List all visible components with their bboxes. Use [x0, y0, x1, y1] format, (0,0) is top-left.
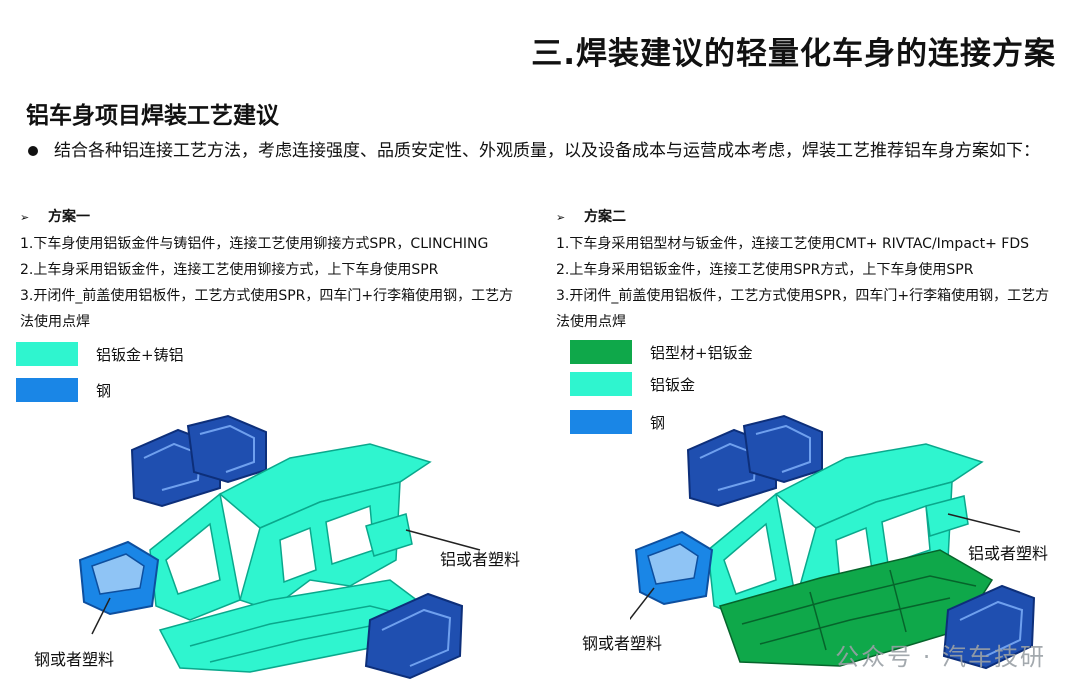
scheme2-heading-label: 方案二: [584, 209, 626, 225]
fender-aluminum-icon: [925, 495, 969, 537]
legend-label: 铝钣金: [650, 376, 696, 394]
scheme1-heading-label: 方案一: [48, 209, 90, 225]
intro-bullet: 结合各种铝连接工艺方法，考虑连接强度、品质安定性、外观质量，以及设备成本与运营成…: [28, 136, 1058, 166]
scheme1-line-1: 1.下车身使用铝钣金件与铸铝件，连接工艺使用铆接方式SPR，CLINCHING: [20, 236, 489, 252]
arrow-marker-icon: ➢: [20, 211, 30, 224]
scheme2-line-2: 2.上车身采用铝钣金件，连接工艺使用SPR方式，上下车身使用SPR: [556, 262, 974, 278]
scheme1-callout-aluminum-or-plastic: 铝或者塑料: [440, 550, 521, 569]
legend-swatch-steel: [16, 378, 78, 402]
scheme2-text: ➢ 方案二 1.下车身采用铝型材与钣金件，连接工艺使用CMT+ RIVTAC/Im…: [556, 204, 1056, 335]
liftgate-steel-icon: [78, 540, 160, 616]
arrow-marker-icon: ➢: [556, 211, 566, 224]
legend-item: 铝钣金+铸铝: [16, 342, 256, 378]
front-door-steel-icon: [364, 592, 464, 680]
scheme2-line-1: 1.下车身采用铝型材与钣金件，连接工艺使用CMT+ RIVTAC/Impact+…: [556, 236, 1029, 252]
watermark: 公众号 · 汽车技研: [835, 643, 1046, 671]
legend-item: 钢: [16, 378, 256, 410]
callout-arrow-icon: [947, 513, 1021, 533]
scheme1-line-2: 2.上车身采用铝钣金件，连接工艺使用铆接方式，上下车身使用SPR: [20, 262, 439, 278]
scheme1-legend: 铝钣金+铸铝 钢: [16, 342, 256, 410]
legend-swatch-aluminum-cast: [16, 342, 78, 366]
scheme2-line-3: 3.开闭件_前盖使用铝板件，工艺方式使用SPR，四车门+行李箱使用钢，工艺方法使…: [556, 288, 1050, 330]
legend-swatch-aluminum-sheet: [570, 372, 632, 396]
scheme2-callout-aluminum-or-plastic: 铝或者塑料: [968, 544, 1049, 563]
intro-text: 结合各种铝连接工艺方法，考虑连接强度、品质安定性、外观质量，以及设备成本与运营成…: [54, 141, 1040, 161]
scheme1-text: ➢ 方案一 1.下车身使用铝钣金件与铸铝件，连接工艺使用铆接方式SPR，CLINC…: [20, 204, 520, 335]
legend-label: 铝钣金+铸铝: [96, 346, 184, 364]
upper-body-aluminum-icon: [149, 443, 432, 621]
scheme2-legend: 铝型材+铝钣金 铝钣金 钢: [570, 340, 830, 442]
scheme1-heading: ➢ 方案一: [20, 204, 520, 231]
callout-arrow-icon: [630, 587, 655, 621]
scheme1-callout-steel-or-plastic: 钢或者塑料: [34, 650, 115, 669]
legend-item: 钢: [570, 410, 830, 442]
rear-door-steel-icon: [130, 414, 267, 508]
callout-arrow-icon: [91, 597, 111, 635]
rear-door-steel-icon: [686, 414, 823, 508]
scheme1-line-3: 3.开闭件_前盖使用铝板件，工艺方式使用SPR，四车门+行李箱使用钢，工艺方法使…: [20, 288, 514, 330]
legend-label: 铝型材+铝钣金: [650, 344, 753, 362]
scheme2-callout-steel-or-plastic: 钢或者塑料: [582, 634, 663, 653]
front-door-steel-icon: [942, 584, 1036, 670]
legend-item: 铝钣金: [570, 372, 830, 404]
bullet-dot-icon: [28, 146, 38, 156]
page-title: 三.焊装建议的轻量化车身的连接方案: [531, 36, 1056, 72]
callout-arrow-icon: [405, 529, 481, 551]
scheme1-car-body-figure: [78, 414, 481, 680]
legend-item: 铝型材+铝钣金: [570, 340, 830, 372]
legend-swatch-steel: [570, 410, 632, 434]
fender-aluminum-icon: [365, 513, 413, 557]
liftgate-steel-icon: [634, 530, 714, 606]
scheme2-heading: ➢ 方案二: [556, 204, 1056, 231]
legend-label: 钢: [96, 382, 112, 400]
legend-label: 钢: [650, 414, 666, 432]
section-subtitle: 铝车身项目焊装工艺建议: [26, 103, 279, 129]
scheme2-car-body-figure: [630, 414, 1036, 670]
legend-swatch-aluminum-profile: [570, 340, 632, 364]
